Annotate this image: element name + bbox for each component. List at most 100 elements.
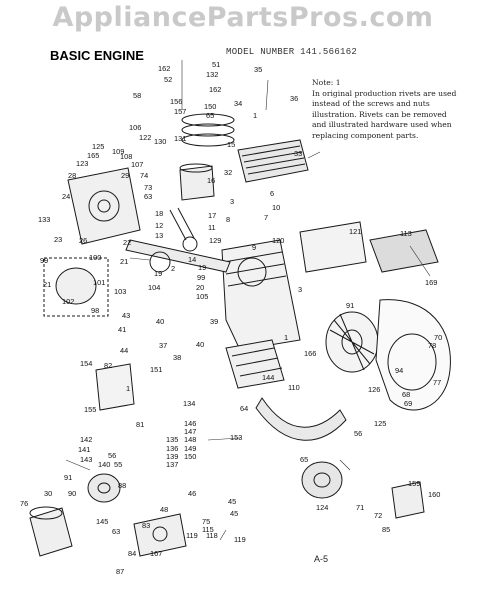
callout-41: 41 xyxy=(118,325,126,334)
callout-107: 107 xyxy=(131,160,143,169)
callout-2: 2 xyxy=(171,264,175,273)
leader-lines xyxy=(65,60,431,541)
callout-154: 154 xyxy=(80,359,92,368)
callout-56: 56 xyxy=(354,429,362,438)
callout-115: 115 xyxy=(202,525,214,534)
callout-162b: 162 xyxy=(209,85,221,94)
callout-153: 153 xyxy=(230,433,242,442)
curved-baffle-part xyxy=(255,397,347,441)
callout-102: 102 xyxy=(62,297,74,306)
callout-167: 167 xyxy=(150,549,162,558)
callout-137: 137 xyxy=(166,460,178,469)
note-text: In original production rivets are used i… xyxy=(312,88,457,140)
callout-56b: 56 xyxy=(108,451,116,460)
callout-65b: 65 xyxy=(300,455,308,464)
callout-132: 132 xyxy=(206,70,218,79)
callout-156: 156 xyxy=(170,97,182,106)
callout-45: 45 xyxy=(228,497,236,506)
callout-37: 37 xyxy=(159,341,167,350)
callout-7: 7 xyxy=(264,213,268,222)
callout-28: 28 xyxy=(68,171,76,180)
callout-143: 143 xyxy=(80,455,92,464)
callout-129: 129 xyxy=(209,236,221,245)
callout-55: 55 xyxy=(114,460,122,469)
callout-75: 75 xyxy=(202,517,210,526)
callout-9: 9 xyxy=(252,243,256,252)
callout-98: 98 xyxy=(91,306,99,315)
callout-160: 160 xyxy=(428,490,440,499)
callout-146: 146 xyxy=(184,419,196,428)
callout-133: 133 xyxy=(38,215,50,224)
callout-125: 125 xyxy=(92,142,104,151)
callout-46: 46 xyxy=(188,489,196,498)
callout-76: 76 xyxy=(20,499,28,508)
cylinder-head-part xyxy=(237,139,309,183)
callout-149: 149 xyxy=(184,444,196,453)
callout-34: 34 xyxy=(234,99,242,108)
bracket-plate-part xyxy=(95,363,135,411)
callout-78: 78 xyxy=(428,341,436,350)
callout-166: 166 xyxy=(304,349,316,358)
callout-8: 8 xyxy=(226,215,230,224)
callout-135: 135 xyxy=(166,435,178,444)
callout-1b: 1 xyxy=(284,333,288,342)
callout-145: 145 xyxy=(96,517,108,526)
callout-119b: 119 xyxy=(234,535,246,544)
callout-29: 29 xyxy=(121,171,129,180)
flywheel-part xyxy=(325,311,379,373)
callout-84: 84 xyxy=(128,549,136,558)
callout-12: 12 xyxy=(155,221,163,230)
callout-140: 140 xyxy=(98,460,110,469)
callout-19b: 19 xyxy=(154,269,162,278)
base-plate-part xyxy=(225,339,285,389)
callout-65: 65 xyxy=(206,111,214,120)
callout-148: 148 xyxy=(184,435,196,444)
connecting-rod-part xyxy=(169,207,198,252)
callout-32: 32 xyxy=(224,168,232,177)
callout-109: 109 xyxy=(112,147,124,156)
callout-13: 13 xyxy=(155,231,163,240)
callout-77: 77 xyxy=(433,378,441,387)
callout-105: 105 xyxy=(196,292,208,301)
crankshaft-part xyxy=(125,239,231,273)
callout-19: 19 xyxy=(198,263,206,272)
callout-72: 72 xyxy=(374,511,382,520)
callout-33: 33 xyxy=(294,149,302,158)
callout-40: 40 xyxy=(156,317,164,326)
callout-45b: 45 xyxy=(230,509,238,518)
callout-147: 147 xyxy=(184,427,196,436)
callout-159: 159 xyxy=(408,479,420,488)
callout-150b: 150 xyxy=(184,452,196,461)
callout-48: 48 xyxy=(160,505,168,514)
callout-130: 130 xyxy=(154,137,166,146)
callout-11: 11 xyxy=(208,223,216,232)
callout-110: 110 xyxy=(288,383,300,392)
callout-131: 131 xyxy=(174,134,186,143)
callout-85: 85 xyxy=(382,525,390,534)
callout-16: 16 xyxy=(207,176,215,185)
callout-155: 155 xyxy=(84,405,96,414)
callout-14: 14 xyxy=(188,255,196,264)
callout-69: 69 xyxy=(404,399,412,408)
callout-73: 73 xyxy=(144,183,152,192)
callout-18: 18 xyxy=(155,209,163,218)
callout-142: 142 xyxy=(80,435,92,444)
callout-157: 157 xyxy=(174,107,186,116)
callout-122: 122 xyxy=(139,133,151,142)
callout-6: 6 xyxy=(270,189,274,198)
callout-136: 136 xyxy=(166,444,178,453)
callout-144: 144 xyxy=(262,373,274,382)
callout-134: 134 xyxy=(183,399,195,408)
callout-83: 83 xyxy=(142,521,150,530)
callout-40b: 40 xyxy=(196,340,204,349)
callout-139: 139 xyxy=(166,452,178,461)
callout-100: 100 xyxy=(89,253,101,262)
starter-part xyxy=(391,481,425,519)
callout-15: 15 xyxy=(227,140,235,149)
piston-rings-part xyxy=(181,113,235,147)
model-number: MODEL NUMBER 141.566162 xyxy=(226,47,358,57)
callout-125: 125 xyxy=(374,419,386,428)
callout-68: 68 xyxy=(402,390,410,399)
callout-103: 103 xyxy=(114,287,126,296)
